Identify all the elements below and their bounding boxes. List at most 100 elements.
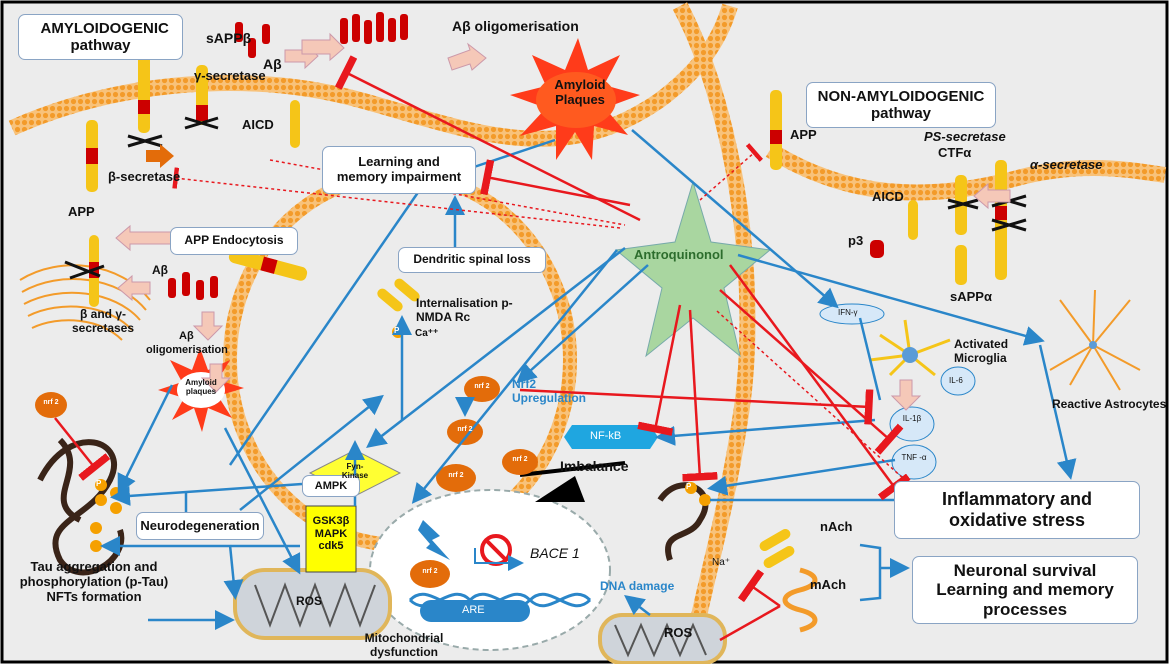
learning-memory-label: Learning and memory impairment bbox=[336, 154, 462, 184]
beta-secretase-label: β-secretase bbox=[108, 169, 181, 184]
axon-membrane bbox=[672, 2, 756, 662]
phosphate-label-2: P bbox=[394, 326, 400, 335]
inflammatory-box: Inflammatory and oxidative stress bbox=[894, 481, 1140, 539]
nrf2-label-6: nrf 2 bbox=[422, 568, 438, 575]
ctfa-label: CTFα bbox=[938, 145, 972, 160]
nfkb-label: NF-kB bbox=[590, 430, 622, 442]
app-endocytosis-label: APP Endocytosis bbox=[184, 233, 284, 248]
nmda-receptor bbox=[377, 278, 420, 312]
dendritic-box: Dendritic spinal loss bbox=[398, 247, 546, 273]
fyn-label: Fyn-Kinase bbox=[341, 462, 369, 481]
nrf2-label-3: nrf 2 bbox=[457, 426, 473, 433]
nrf2-label-5: nrf 2 bbox=[448, 472, 464, 479]
non-amyloidogenic-label: NON-AMYLOIDOGENIC pathway bbox=[817, 87, 985, 122]
golgi-apparatus bbox=[19, 264, 151, 341]
internalisation-label: Internalisation p-NMDA Rc bbox=[416, 296, 513, 324]
nrf2-translocation-arrow bbox=[418, 520, 450, 560]
abeta-mid-label: Aβ bbox=[152, 263, 168, 277]
abeta-oligo-small-label: oligomerisation bbox=[146, 344, 228, 356]
imbalance-label: Imbalance bbox=[560, 458, 629, 474]
nrf2-upregulation-label: Nrf2 Upregulation bbox=[512, 377, 586, 405]
sappa-label: sAPPα bbox=[950, 289, 992, 304]
aicd-right-label: AICD bbox=[872, 189, 904, 204]
tnf-label: TNF -α bbox=[901, 453, 927, 462]
inhibit-alpha bbox=[699, 143, 764, 201]
app-right-label: APP bbox=[790, 127, 817, 142]
sodium-label: Na⁺ bbox=[712, 557, 731, 568]
gsk-box bbox=[305, 505, 357, 573]
ampk-box: AMPK bbox=[302, 475, 360, 497]
antroquinonol-label: Antroquinonol bbox=[634, 247, 724, 262]
mach-label: mAch bbox=[810, 577, 847, 592]
mitochondria-right bbox=[598, 613, 727, 664]
abeta-top-label: Aβ bbox=[263, 56, 282, 72]
receptor-bracket bbox=[859, 543, 882, 602]
nfkb-marker bbox=[564, 425, 658, 449]
gsk-label: GSK3β MAPK cdk5 bbox=[312, 515, 350, 553]
dotted-inflammatory bbox=[716, 310, 906, 481]
ampk-label: AMPK bbox=[314, 479, 348, 492]
activation-arrows bbox=[100, 129, 1077, 630]
inhibit-ros bbox=[719, 604, 781, 642]
inflammatory-label: Inflammatory and oxidative stress bbox=[941, 489, 1093, 530]
abeta-oligo-label: Aβ oligomerisation bbox=[452, 18, 579, 34]
dna-damage-label: DNA damage bbox=[600, 579, 675, 593]
app-proteins bbox=[86, 55, 1007, 307]
inhibit-beta-secretase bbox=[172, 167, 621, 229]
beta-gamma-label: β and γ-secretases bbox=[71, 307, 135, 335]
tau-label: Tau aggregation and phosphorylation (p-T… bbox=[19, 559, 169, 604]
app-endocytosis-box: APP Endocytosis bbox=[170, 227, 298, 255]
mitochondria-left bbox=[233, 568, 392, 640]
amyloidogenic-box: AMYLOIDOGENIC pathway bbox=[18, 14, 183, 60]
antroquinonol-star bbox=[614, 180, 772, 358]
nach-receptor bbox=[759, 529, 795, 568]
orange-arrow bbox=[146, 144, 174, 168]
ps-secretase-label: PS-secretase bbox=[924, 129, 1006, 144]
are-label: ARE bbox=[462, 604, 485, 616]
imbalance-scale bbox=[535, 476, 585, 502]
ros-left-label: ROS bbox=[296, 594, 323, 608]
abeta-peptides bbox=[168, 12, 884, 300]
ros-right-label: ROS bbox=[664, 625, 693, 640]
bace-label: BACE 1 bbox=[530, 545, 580, 561]
arrow-ifn bbox=[858, 317, 882, 401]
amyloid-plaques-label: Amyloid Plaques bbox=[554, 77, 606, 107]
dendritic-label: Dendritic spinal loss bbox=[413, 252, 531, 267]
neuronal-box: Neuronal survival Learning and memory pr… bbox=[912, 556, 1138, 624]
sappb-label: sAPPβ bbox=[206, 30, 252, 46]
neuronal-label: Neuronal survival Learning and memory pr… bbox=[936, 560, 1114, 619]
are-element bbox=[420, 600, 530, 622]
phosphate-label-1: P bbox=[96, 479, 102, 488]
aicd-left-label: AICD bbox=[242, 117, 274, 132]
mach-receptor bbox=[782, 567, 818, 633]
tau-tangle-left bbox=[37, 437, 125, 576]
inhibition-lines bbox=[54, 55, 1035, 608]
reactive-astrocytes-label: Reactive Astrocytes bbox=[1052, 397, 1167, 411]
ifn-label: IFN-γ bbox=[838, 308, 858, 317]
tau-tangle-right bbox=[657, 482, 709, 561]
alpha-secretase-label: α-secretase bbox=[1030, 157, 1103, 172]
app-left-label: APP bbox=[68, 204, 95, 219]
mito-label: Mitochondrial dysfunction bbox=[364, 631, 444, 659]
nrf2-label-2: nrf 2 bbox=[474, 383, 490, 390]
nrf2-label-4: nrf 2 bbox=[512, 456, 528, 463]
nrf2-label-1: nrf 2 bbox=[43, 399, 59, 406]
calcium-label: Ca⁺⁺ bbox=[415, 328, 439, 339]
non-amyloidogenic-box: NON-AMYLOIDOGENIC pathway bbox=[806, 82, 996, 128]
amyloid-small-label: Amyloid plaques bbox=[185, 378, 217, 397]
il1b-label: IL-1β bbox=[902, 414, 922, 423]
nach-label: nAch bbox=[820, 519, 853, 534]
gamma-secretase-label: γ-secretase bbox=[194, 68, 266, 83]
neurodegeneration-label: Neurodegeneration bbox=[140, 517, 260, 533]
nrf2-markers bbox=[35, 376, 538, 588]
astrocyte-cell bbox=[1049, 289, 1141, 391]
nucleus bbox=[369, 489, 611, 651]
learning-memory-box: Learning and memory impairment bbox=[322, 146, 476, 194]
il6-label: IL-6 bbox=[949, 376, 963, 385]
neurodegeneration-box: Neurodegeneration bbox=[136, 512, 264, 540]
activated-microglia-label: Activated Microglia bbox=[954, 337, 1009, 365]
amyloidogenic-label: AMYLOIDOGENIC pathway bbox=[40, 19, 169, 54]
phosphate-label-3: P bbox=[686, 482, 692, 491]
p3-label: p3 bbox=[848, 233, 864, 248]
